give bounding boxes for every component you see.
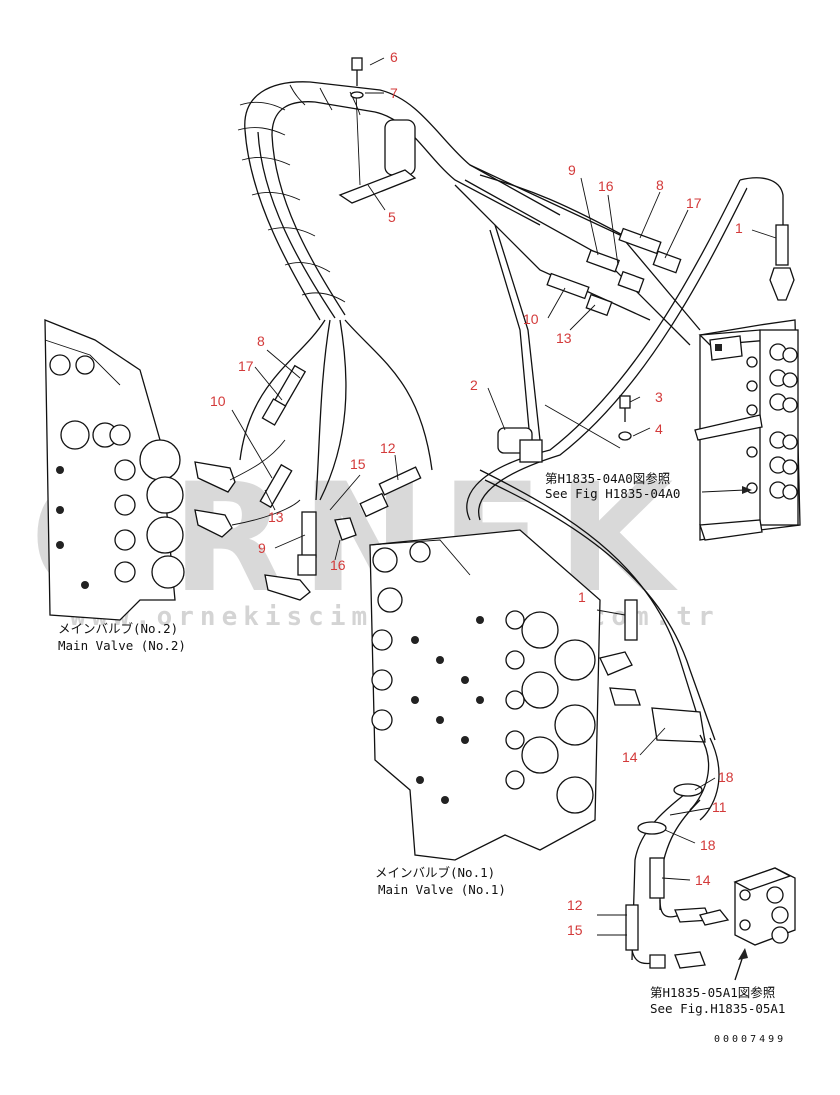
leader-lines — [231, 57, 777, 936]
valve-captions: メインバルブ(No.2) Main Valve (No.2) メインバルブ(No… — [58, 621, 506, 897]
hose-bundle — [237, 57, 751, 741]
callout-14-low: 14 — [695, 872, 711, 888]
callout-9-left: 9 — [258, 540, 266, 556]
callout-7: 7 — [390, 85, 398, 101]
callout-15-mid: 15 — [350, 456, 366, 472]
caption-valve2-en: Main Valve (No.2) — [58, 638, 186, 653]
ref-04a0-en: See Fig H1835-04A0 — [545, 486, 680, 501]
callout-numbers: 6 7 5 9 16 8 17 1 10 13 2 3 4 8 17 10 13… — [210, 49, 743, 938]
callout-10-left: 10 — [210, 393, 226, 409]
callout-9-top: 9 — [568, 162, 576, 178]
callout-18-a: 18 — [718, 769, 734, 785]
right-block-assembly — [546, 177, 801, 541]
callout-12-mid: 12 — [380, 440, 396, 456]
callout-3: 3 — [655, 389, 663, 405]
valve1-spools — [371, 541, 596, 814]
reference-texts: 第H1835-04A0図参照 See Fig H1835-04A0 第H1835… — [545, 471, 785, 1016]
ref-05a1-jp: 第H1835-05A1図参照 — [650, 985, 775, 1000]
lower-hose-assembly — [625, 707, 796, 981]
callout-1-mid: 1 — [578, 589, 586, 605]
bolt-washer-3-4 — [544, 395, 632, 449]
callout-8-left: 8 — [257, 333, 265, 349]
callout-4: 4 — [655, 421, 663, 437]
main-valve-no2 — [44, 319, 422, 621]
caption-valve1-en: Main Valve (No.1) — [378, 882, 506, 897]
right-block-fittings — [746, 343, 798, 500]
callout-6: 6 — [390, 49, 398, 65]
callout-15-low: 15 — [567, 922, 583, 938]
callout-5: 5 — [388, 209, 396, 225]
ref-04a0-jp: 第H1835-04A0図参照 — [545, 471, 670, 486]
valve2-spools — [49, 354, 185, 589]
callout-16-left: 16 — [330, 557, 346, 573]
callout-2: 2 — [470, 377, 478, 393]
main-valve-no1 — [369, 529, 641, 861]
caption-valve2-jp: メインバルブ(No.2) — [58, 621, 178, 636]
ref-05a1-en: See Fig.H1835-05A1 — [650, 1001, 785, 1016]
callout-13-left: 13 — [268, 509, 284, 525]
callout-12-low: 12 — [567, 897, 583, 913]
callout-18-b: 18 — [700, 837, 716, 853]
callout-1-top: 1 — [735, 220, 743, 236]
caption-valve1-jp: メインバルブ(No.1) — [375, 865, 495, 880]
callout-16-top: 16 — [598, 178, 614, 194]
callout-17-top: 17 — [686, 195, 702, 211]
callout-8-top: 8 — [656, 177, 664, 193]
callout-14-mid: 14 — [622, 749, 638, 765]
callout-11: 11 — [712, 799, 727, 815]
document-number: 00007499 — [714, 1034, 786, 1045]
callout-13-top: 13 — [556, 330, 572, 346]
callout-17-left: 17 — [238, 358, 254, 374]
callout-10-top: 10 — [523, 311, 539, 327]
